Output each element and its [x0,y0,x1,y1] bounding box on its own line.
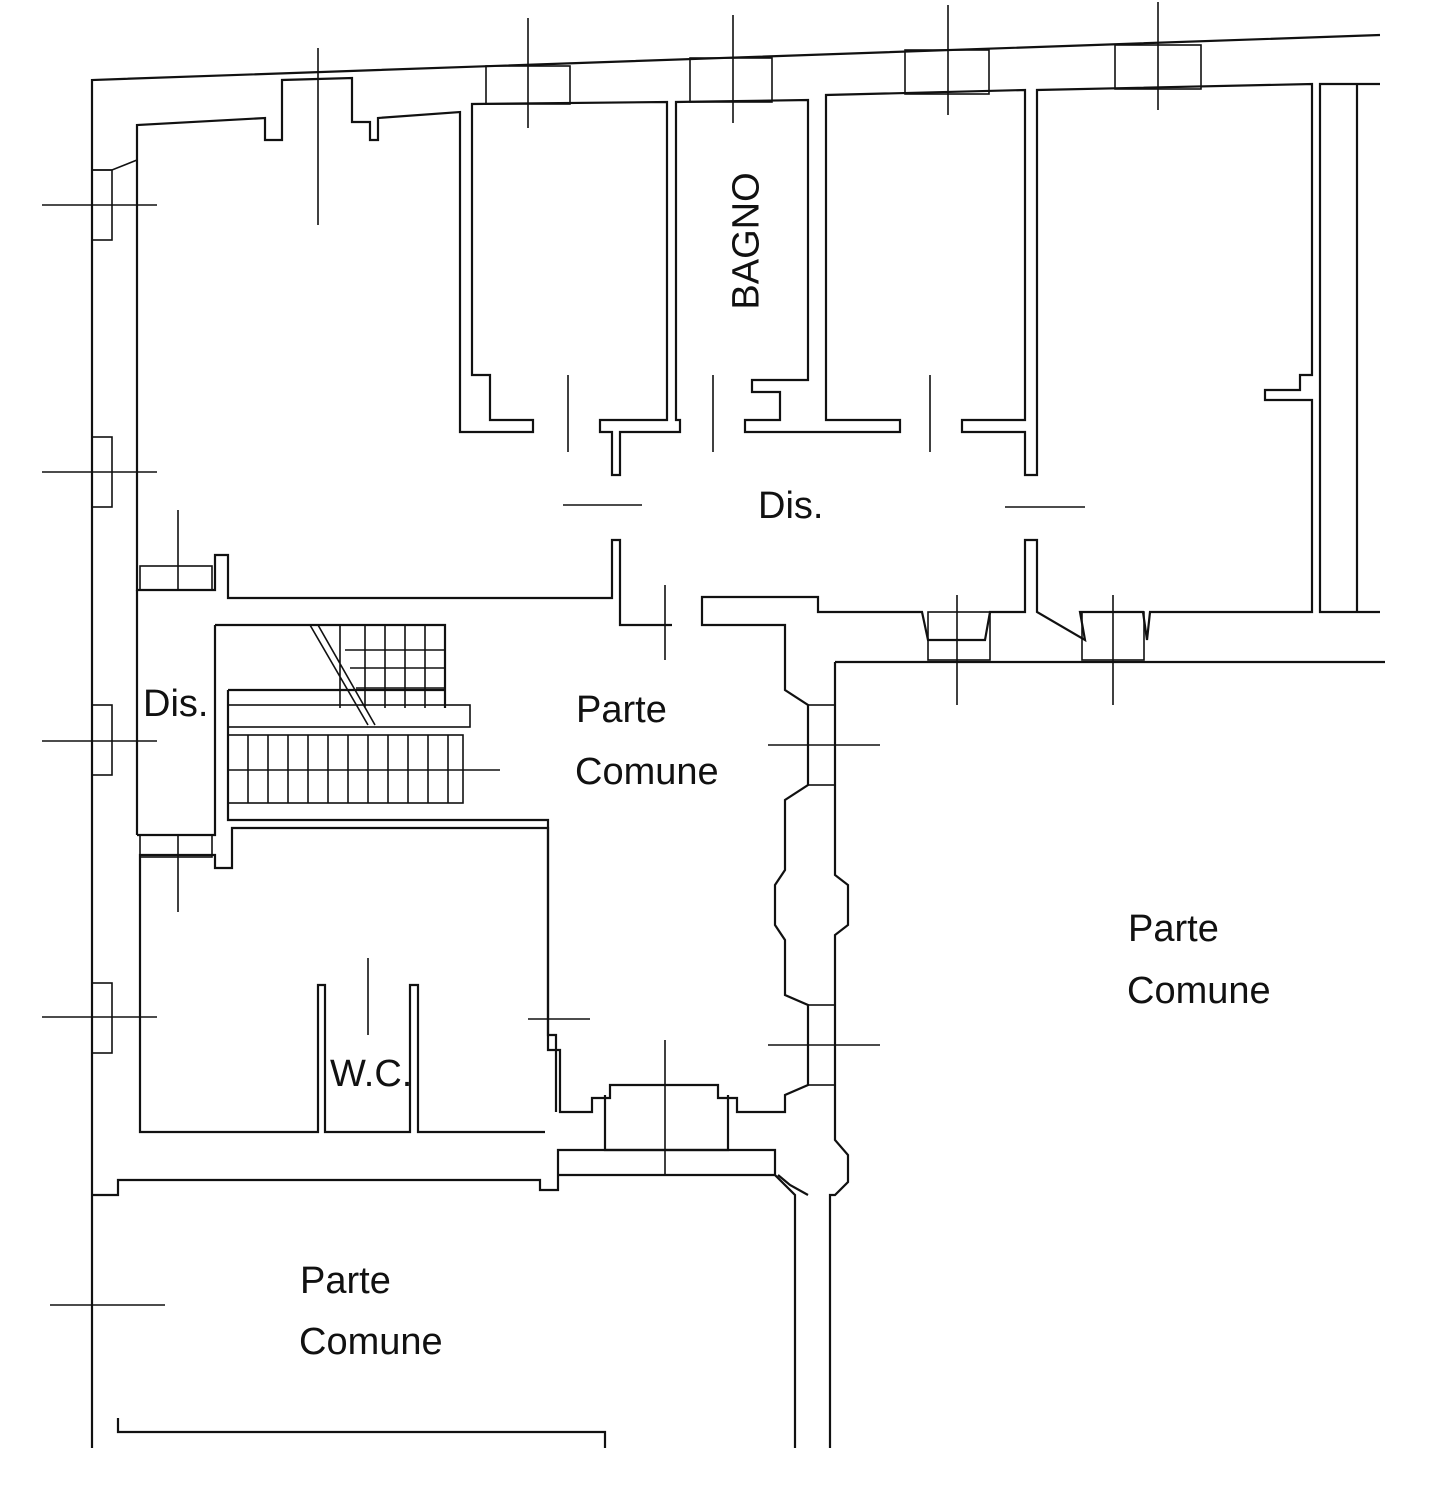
room-label-parte-comune-bottom-1: Parte [300,1260,391,1302]
axis-ticks [42,2,1159,1306]
room-label-wc: W.C. [330,1053,413,1095]
room-label-parte-comune-right-1: Parte [1128,908,1219,950]
windows [91,44,1202,1086]
stairs [227,624,500,804]
room-label-parte-comune-center-1: Parte [576,689,667,731]
room-label-bagno: BAGNO [725,172,768,310]
room-label-parte-comune-center-2: Comune [575,751,719,793]
room-label-dis-left: Dis. [143,683,209,725]
room-label-parte-comune-bottom-2: Comune [299,1321,443,1363]
room-label-dis-upper: Dis. [758,485,824,527]
room-label-parte-comune-right-2: Comune [1127,970,1271,1012]
